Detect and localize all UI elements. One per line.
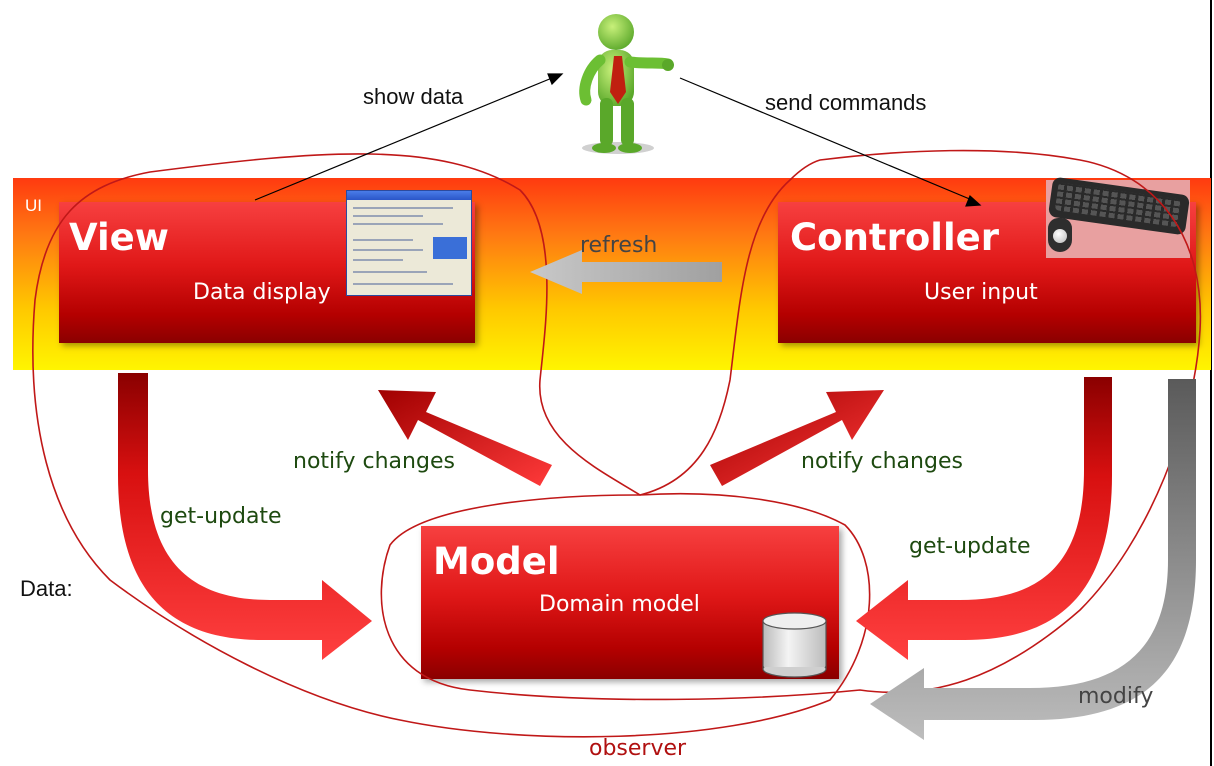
notify-changes-right-arrow xyxy=(710,390,884,486)
send-commands-arrow xyxy=(679,77,982,207)
get-update-left-arrow xyxy=(118,373,372,660)
observer-label: observer xyxy=(589,736,687,761)
view-box: View Data display xyxy=(59,202,475,343)
modify-label: modify xyxy=(1078,684,1154,709)
notify-changes-left-arrow xyxy=(378,390,552,486)
user-figure-icon xyxy=(579,14,674,154)
refresh-arrow xyxy=(530,250,722,294)
ui-layer-label: UI xyxy=(25,196,42,215)
get-update-left-label: get-update xyxy=(160,504,282,529)
model-title: Model xyxy=(433,540,560,583)
model-box: Model Domain model xyxy=(421,526,839,679)
notify-changes-right-label: notify changes xyxy=(801,449,963,474)
get-update-right-arrow xyxy=(856,377,1112,660)
show-data-arrow xyxy=(254,73,564,201)
observer-outline xyxy=(32,149,1202,738)
model-subtitle: Domain model xyxy=(539,592,700,617)
view-title: View xyxy=(69,216,169,259)
app-window-icon xyxy=(346,190,472,296)
database-icon xyxy=(762,612,827,678)
page-edge-rule xyxy=(1210,0,1212,766)
mouse-shape xyxy=(1048,218,1072,252)
send-commands-label: send commands xyxy=(765,90,927,115)
controller-title: Controller xyxy=(790,216,999,259)
controller-subtitle: User input xyxy=(924,280,1038,305)
get-update-right-label: get-update xyxy=(909,534,1031,559)
refresh-label: refresh xyxy=(580,233,658,258)
view-subtitle: Data display xyxy=(193,280,331,305)
modify-arrow xyxy=(870,379,1196,740)
notify-changes-left-label: notify changes xyxy=(293,449,455,474)
data-layer-label: Data: xyxy=(20,576,73,601)
show-data-label: show data xyxy=(363,84,464,109)
